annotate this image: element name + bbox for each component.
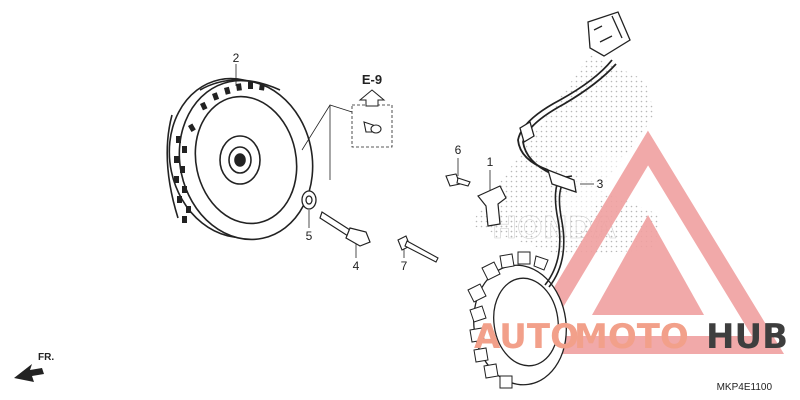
clamp-bolt [445,173,471,187]
callout-5: 5 [306,229,313,243]
callout-7: 7 [401,259,408,273]
front-arrow [14,364,44,382]
callout-1: 1 [487,155,494,169]
honda-wing-emblem: HONDA [470,55,660,255]
watermark-triangle [514,130,785,354]
watermark-moto: MOTO [574,317,689,357]
front-label: FR. [38,352,54,363]
wire-clamp-bracket [477,185,507,227]
washer [301,190,317,210]
callout-6: 6 [455,143,462,157]
callout-2: 2 [233,51,240,65]
flywheel-bolt [319,211,371,247]
stator-bolt [397,235,439,263]
diagram-code: MKP4E1100 [717,382,773,393]
watermark-hub: HUB [706,317,788,357]
automotohub-watermark: AUTO MOTO HUB [474,317,788,357]
callout-4: 4 [353,259,360,273]
flywheel [166,77,314,241]
reference-label: E-9 [362,72,382,87]
stator-assembly [467,11,631,389]
callout-3: 3 [597,177,604,191]
watermark-auto: AUTO [474,317,579,357]
reference-box [351,89,393,148]
